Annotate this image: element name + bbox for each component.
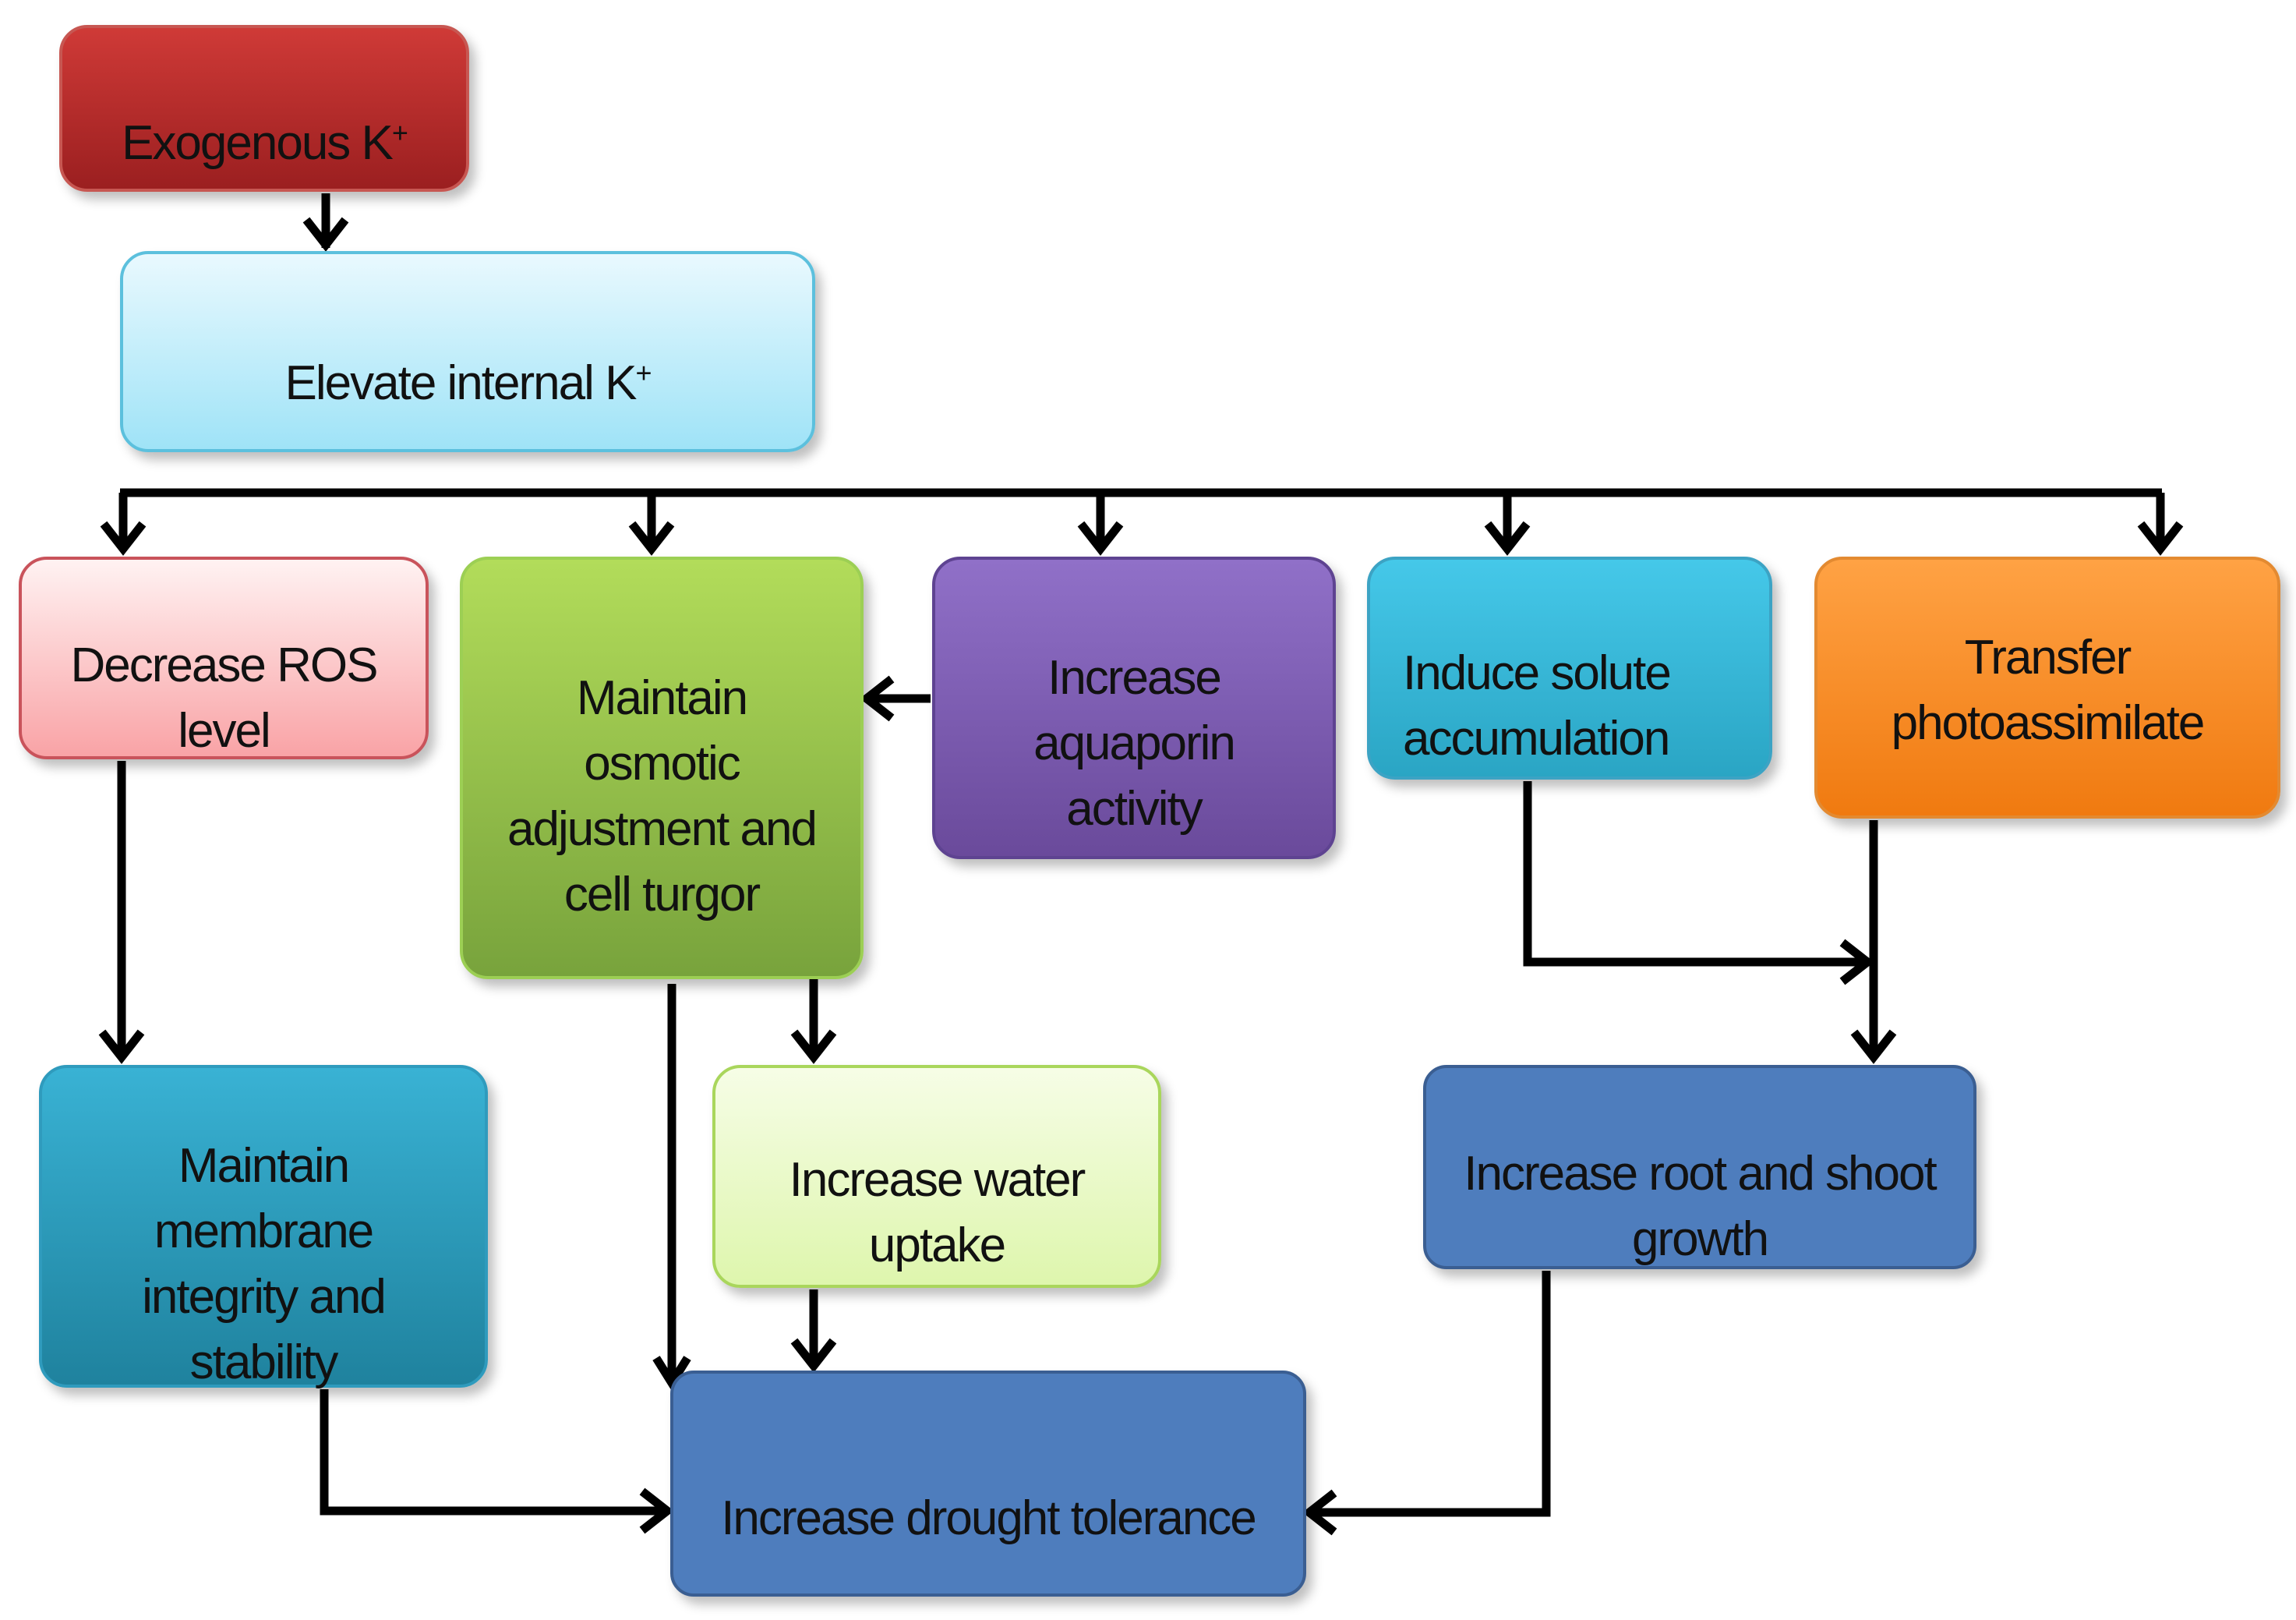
arrowhead [1484,521,1531,556]
arrowhead [100,521,147,556]
node-solute-accumulation: Induce solute accumulation [1367,557,1772,780]
edge-solute-root [1523,781,1867,967]
node-label: Exogenous K+ [122,116,408,170]
edge-root-drought [1309,1271,1551,1517]
arrowhead [302,217,349,252]
node-label: Decrease ROS level [70,638,379,758]
node-root-shoot-growth: Increase root and shoot growth [1423,1065,1976,1269]
node-label: Elevate internal K+ [284,356,652,410]
node-label: Maintain osmotic adjustment and cell tur… [507,671,818,921]
node-label: Increase root and shoot growth [1464,1147,1937,1266]
node-label: Increase aquaporin activity [1033,651,1236,836]
arrowhead [1077,521,1124,556]
node-label: Maintain membrane integrity and stabilit… [142,1139,387,1389]
arrowhead [860,675,895,722]
arrowhead [1839,939,1874,985]
arrowhead [1850,1029,1897,1064]
arrowhead [1302,1489,1337,1536]
node-membrane-integrity: Maintain membrane integrity and stabilit… [39,1065,488,1389]
node-elevate-internal-k: Elevate internal K+ [120,251,815,452]
arrowhead [639,1487,674,1534]
arrowhead [98,1029,145,1064]
edge-membrane-drought [320,1389,667,1516]
node-label: Induce solute accumulation [1403,646,1672,766]
arrowhead [2137,521,2184,556]
arrowhead [790,1029,837,1064]
node-transfer-photoassimilate: Transfer photoassimilate [1814,557,2280,819]
node-aquaporin-activity: Increase aquaporin activity [932,557,1336,859]
arrowhead [790,1338,837,1373]
node-label: Increase water uptake [789,1153,1086,1272]
node-label: Increase drought tolerance [721,1491,1257,1545]
arrowhead [628,521,675,556]
node-osmotic-adjustment: Maintain osmotic adjustment and cell tur… [460,557,864,979]
node-water-uptake: Increase water uptake [712,1065,1161,1288]
node-drought-tolerance: Increase drought tolerance [670,1371,1306,1597]
node-label: Transfer photoassimilate [1891,631,2206,750]
node-decrease-ros: Decrease ROS level [19,557,429,759]
node-exogenous-k: Exogenous K+ [59,25,469,192]
